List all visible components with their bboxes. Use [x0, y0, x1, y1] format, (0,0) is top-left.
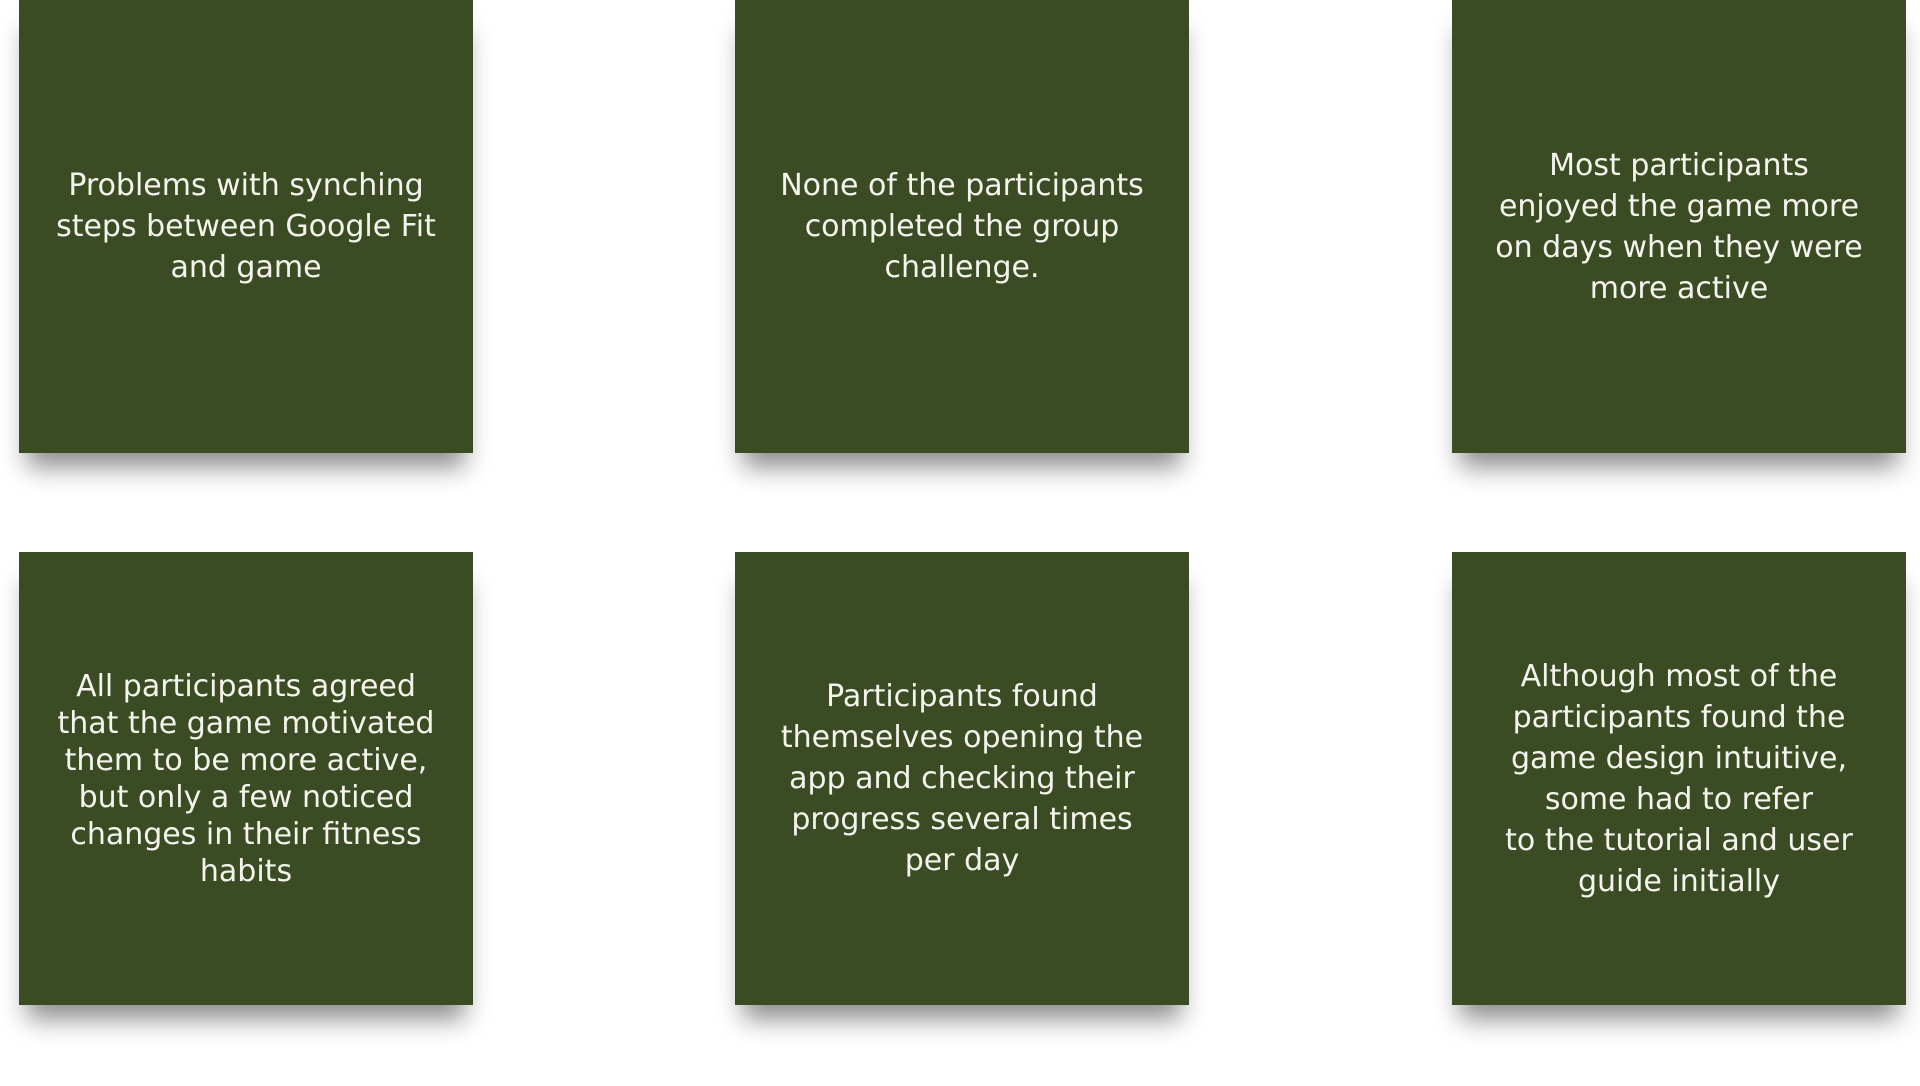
- finding-card-enjoyment-activity: Most participants enjoyed the game more …: [1452, 0, 1906, 453]
- finding-card-design-intuitive: Although most of the participants found …: [1452, 552, 1906, 1005]
- finding-card-text: Problems with synching steps between Goo…: [56, 168, 436, 285]
- finding-card-text: All participants agreed that the game mo…: [57, 668, 435, 889]
- finding-card-text: None of the participants completed the g…: [780, 168, 1144, 285]
- finding-card-motivation: All participants agreed that the game mo…: [19, 552, 473, 1005]
- finding-card-text: Although most of the participants found …: [1505, 658, 1853, 899]
- finding-card-group-challenge: None of the participants completed the g…: [735, 0, 1189, 453]
- finding-card-text: Participants found themselves opening th…: [780, 679, 1144, 878]
- finding-card-syncing-problems: Problems with synching steps between Goo…: [19, 0, 473, 453]
- finding-card-text: Most participants enjoyed the game more …: [1495, 147, 1863, 306]
- finding-card-checking-progress: Participants found themselves opening th…: [735, 552, 1189, 1005]
